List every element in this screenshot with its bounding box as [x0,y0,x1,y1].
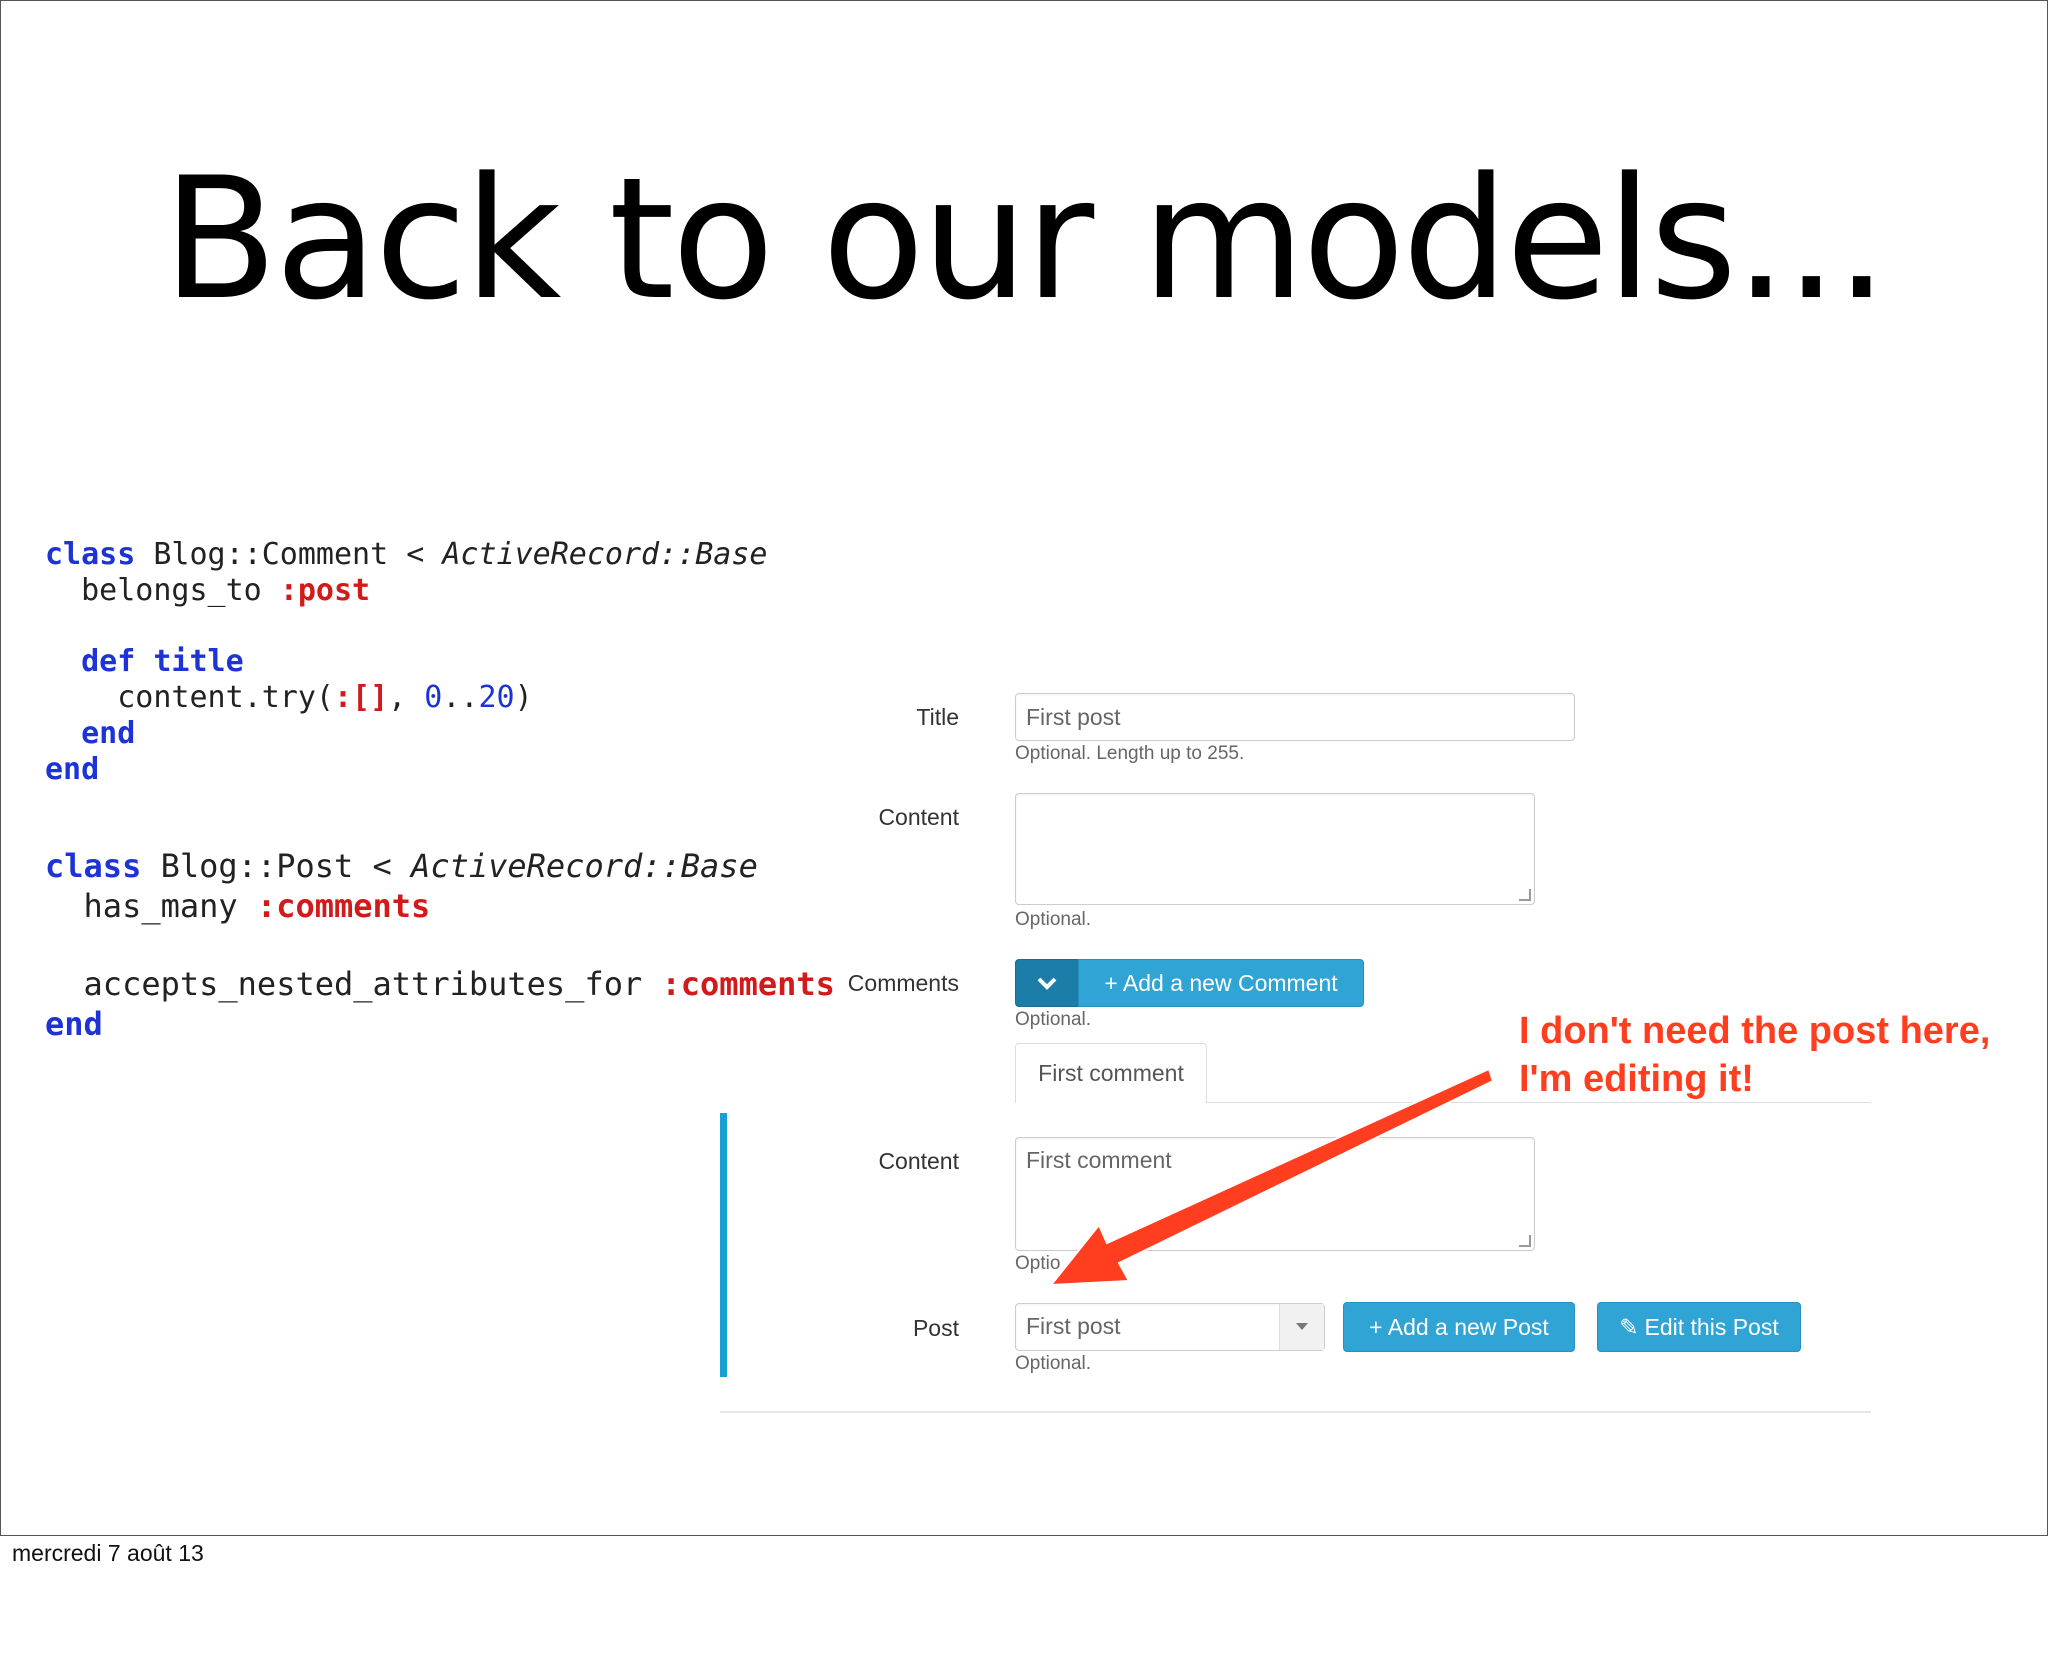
code-block-comment: class Blog::Comment < ActiveRecord::Base… [45,537,767,817]
chevron-down-icon [1037,977,1057,990]
code-line: class Blog::Post < ActiveRecord::Base [45,847,758,885]
content-help: Optional. [1015,909,1092,930]
code-line: has_many :comments [45,887,431,925]
code-line: class Blog::Comment < ActiveRecord::Base [45,537,768,572]
resize-handle-icon[interactable] [1519,1235,1531,1247]
edit-post-button[interactable]: ✎Edit this Post [1597,1302,1801,1352]
tab-first-comment[interactable]: First comment [1015,1043,1207,1103]
post-select[interactable]: First post [1015,1303,1325,1351]
content-textarea[interactable] [1015,793,1535,905]
code-line: end [45,716,136,751]
annotation-text: I don't need the post here, I'm editing … [1519,1010,1991,1100]
nested-form-bar [720,1113,727,1377]
code-line: belongs_to :post [45,573,371,608]
pencil-icon: ✎ [1619,1313,1639,1340]
comment-content-textarea[interactable]: First comment [1015,1137,1535,1251]
slide-footer-date: mercredi 7 août 13 [12,1540,204,1566]
code-line: end [45,1005,103,1043]
title-label: Title [916,704,959,730]
slide-title: Back to our models... [162,141,1889,337]
comments-help: Optional. [1015,1009,1092,1030]
post-label: Post [912,1315,959,1341]
code-block-post: class Blog::Post < ActiveRecord::Base ha… [45,847,835,1075]
post-help: Optional. [1015,1353,1092,1374]
title-help: Optional. Length up to 255. [1015,743,1245,764]
toggle-comments-button[interactable] [1015,959,1079,1007]
select-caret-icon [1279,1304,1324,1350]
code-line: def title [45,644,244,679]
add-comment-button[interactable]: + Add a new Comment [1078,959,1364,1007]
comment-content-help: Optio [1015,1253,1061,1274]
form-bottom-divider [720,1411,1871,1413]
content-label: Content [878,804,959,830]
add-post-button[interactable]: + Add a new Post [1343,1302,1575,1352]
code-line: accepts_nested_attributes_for :comments [45,965,835,1003]
slide: Back to our models... class Blog::Commen… [0,0,2048,1536]
resize-handle-icon[interactable] [1519,889,1531,901]
comments-label: Comments [847,970,959,996]
code-line: content.try(:[], 0..20) [45,680,533,715]
title-input[interactable] [1015,693,1575,741]
comment-content-label: Content [878,1148,959,1174]
code-line: end [45,752,100,787]
